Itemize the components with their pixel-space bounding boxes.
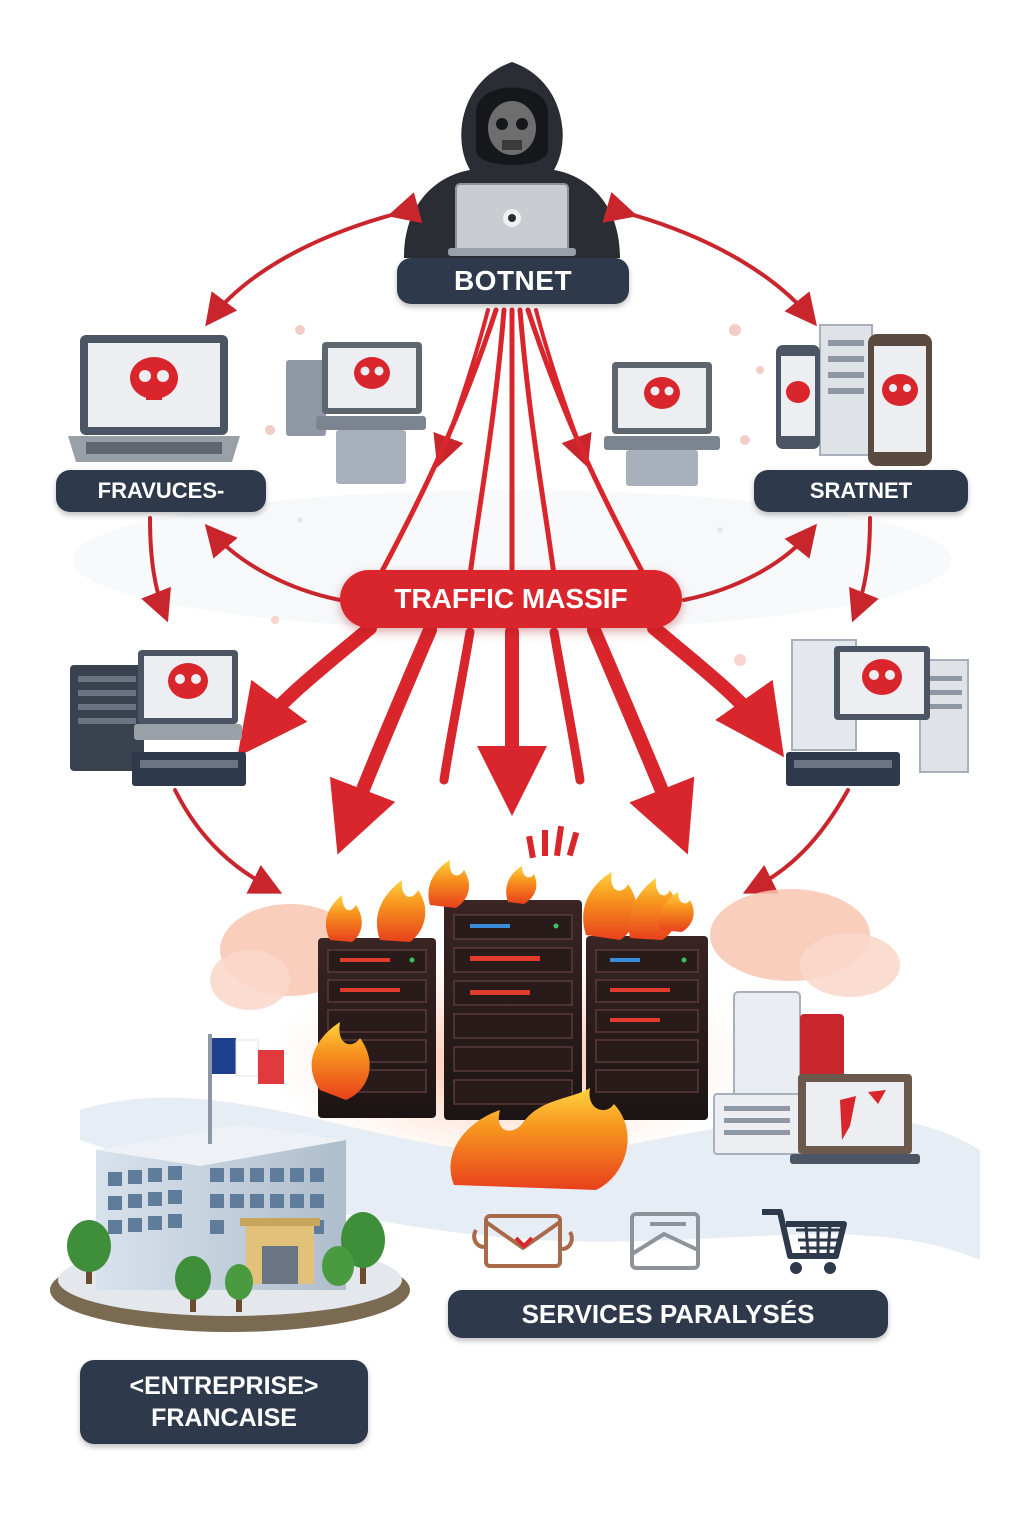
shopping-cart-icon (762, 1209, 847, 1274)
broken-envelope-icon (630, 1212, 700, 1270)
skull-screen-icon (286, 342, 426, 484)
right-group-label-text: SRATNET (809, 478, 913, 503)
propagation-arrows (141, 191, 879, 894)
right-group-label: SRATNET (754, 470, 968, 512)
flame-icon (311, 860, 694, 1190)
skull-screen-icon (604, 362, 720, 486)
hooded-hacker-icon (404, 62, 620, 258)
skull-screen-icon (786, 639, 969, 786)
enterprise-label-line1: <ENTREPRISE> (129, 1372, 319, 1400)
botnet-label: BOTNET (397, 258, 629, 304)
tree-icons (67, 1212, 385, 1312)
attack-arrows (237, 621, 785, 855)
skull-screen-icon (776, 324, 932, 466)
services-label-text: SERVICES PARALYSÉS (521, 1298, 815, 1329)
skull-screen-icon (70, 650, 246, 786)
server-rack-icon (318, 900, 708, 1120)
enterprise-label: <ENTREPRISE> FRANCAISE (80, 1360, 368, 1444)
traffic-label-text: TRAFFIC MASSIF (394, 583, 628, 614)
broken-email-icon (472, 1214, 574, 1268)
debris-sparks (526, 825, 580, 859)
left-group-label-text: FRAVUCES- (97, 478, 225, 503)
enterprise-label-line2: FRANCAISE (151, 1404, 297, 1432)
services-label: SERVICES PARALYSÉS (448, 1290, 888, 1338)
left-group-label: FRAVUCES- (56, 470, 266, 512)
botnet-label-text: BOTNET (453, 265, 573, 296)
skull-screen-icon (68, 335, 240, 462)
damaged-devices-icon (713, 991, 920, 1164)
traffic-streams (377, 307, 647, 578)
french-flag-icon (208, 1034, 284, 1144)
traffic-label: TRAFFIC MASSIF (340, 570, 682, 628)
